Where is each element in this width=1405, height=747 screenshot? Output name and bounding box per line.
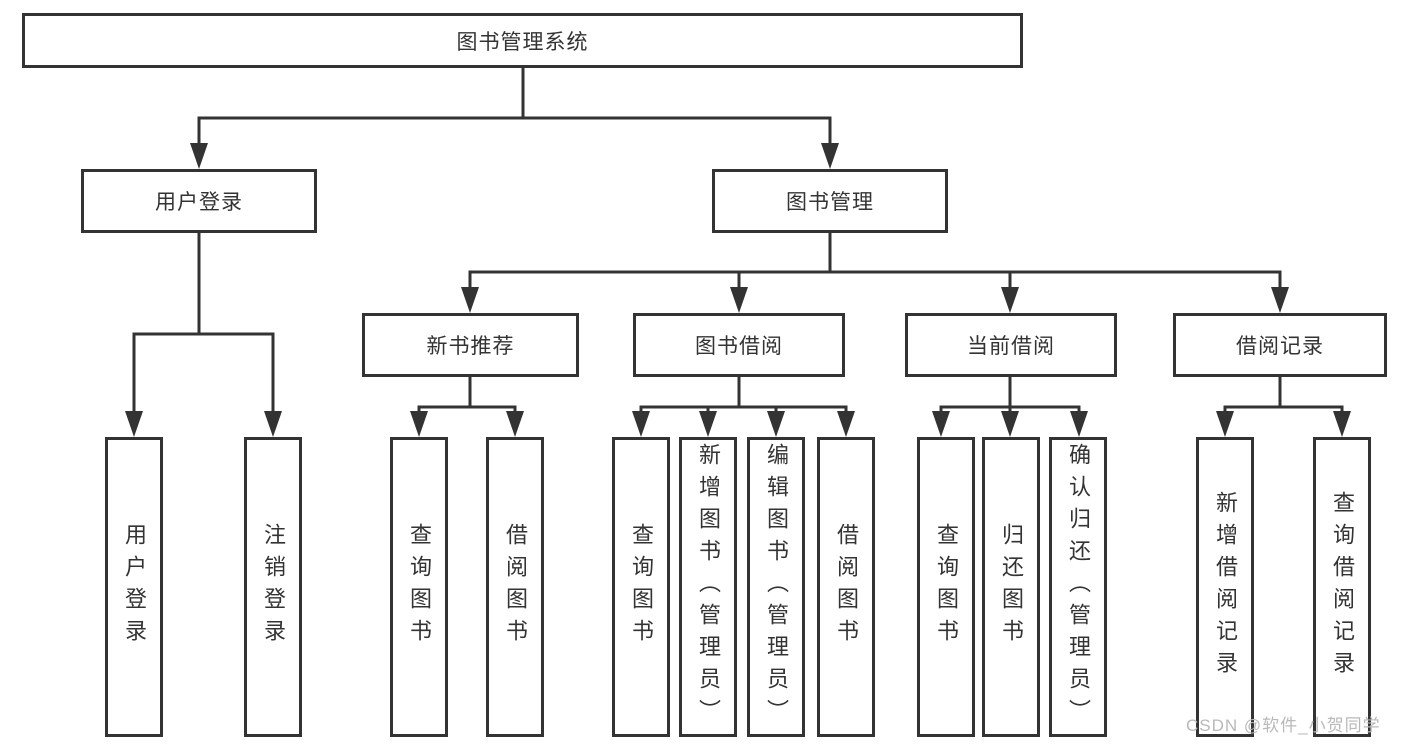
node-book-borrowing: 图书借阅 (633, 313, 845, 377)
leaf-label: 借阅图书 (503, 523, 528, 651)
leaf-add-books-admin: 新增图书（管理员） (679, 437, 737, 737)
leaf-edit-books-admin: 编辑图书（管理员） (747, 437, 805, 737)
leaf-user-login: 用户登录 (105, 437, 163, 737)
leaf-label: 查询图书 (934, 523, 959, 651)
node-new-book-recommendation: 新书推荐 (362, 313, 579, 377)
leaf-label: 新增借阅记录 (1213, 491, 1238, 683)
leaf-borrow-books: 借阅图书 (817, 437, 875, 737)
leaf-return-books: 归还图书 (982, 437, 1040, 737)
leaf-label: 注销登录 (261, 523, 286, 651)
arrowheads (125, 143, 1351, 437)
leaf-confirm-return-admin: 确认归还（管理员） (1049, 437, 1107, 737)
leaf-query-books-current: 查询图书 (917, 437, 975, 737)
leaf-add-borrow-record: 新增借阅记录 (1196, 437, 1254, 737)
leaf-query-borrow-record: 查询借阅记录 (1313, 437, 1371, 737)
leaf-label: 编辑图书（管理员） (764, 443, 789, 731)
leaf-logout: 注销登录 (244, 437, 302, 737)
node-label: 图书借阅 (695, 335, 783, 358)
leaf-query-books-recommend: 查询图书 (390, 437, 448, 737)
leaf-label: 确认归还（管理员） (1066, 443, 1091, 731)
node-user-login-branch: 用户登录 (81, 169, 317, 233)
node-label: 图书管理系统 (456, 30, 589, 54)
node-label: 新书推荐 (426, 335, 515, 358)
leaf-label: 查询图书 (629, 523, 654, 651)
leaf-label: 用户登录 (122, 523, 147, 651)
node-label: 当前借阅 (967, 335, 1055, 358)
node-book-management-branch: 图书管理 (712, 169, 948, 233)
node-label: 用户登录 (155, 191, 243, 214)
leaf-query-books-borrowing: 查询图书 (612, 437, 670, 737)
leaf-borrow-books-recommend: 借阅图书 (486, 437, 544, 737)
node-library-management-system: 图书管理系统 (22, 13, 1023, 68)
leaf-label: 查询图书 (407, 523, 432, 651)
node-label: 图书管理 (786, 191, 874, 214)
leaf-label: 查询借阅记录 (1330, 491, 1355, 683)
leaf-label: 新增图书（管理员） (696, 443, 721, 731)
csdn-watermark: CSDN @软件_小贺同学 (1186, 716, 1381, 735)
node-current-borrowing: 当前借阅 (905, 313, 1117, 377)
leaf-label: 借阅图书 (834, 523, 859, 651)
leaf-label: 归还图书 (999, 523, 1024, 651)
node-borrowing-records: 借阅记录 (1173, 313, 1387, 377)
node-label: 借阅记录 (1236, 335, 1324, 358)
